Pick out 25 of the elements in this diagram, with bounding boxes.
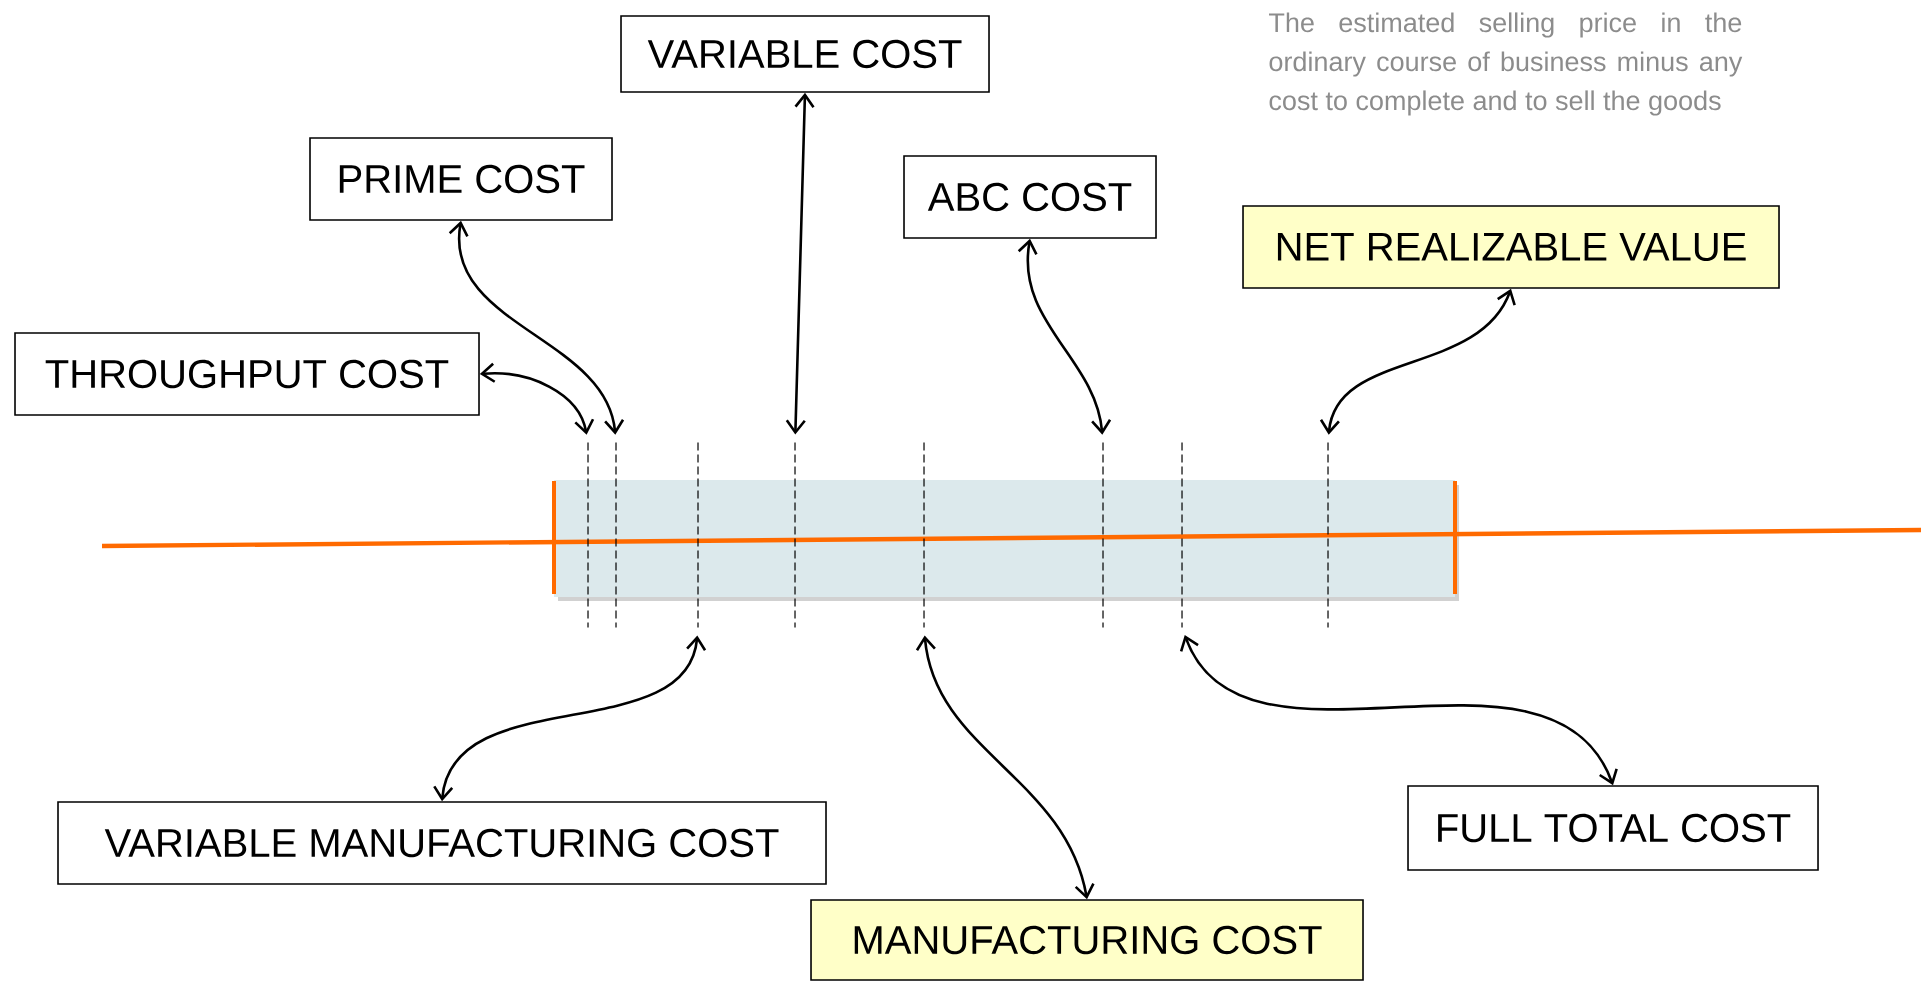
dashed-line: [1181, 442, 1183, 628]
dashed-line: [1102, 442, 1104, 628]
dashed-line: [923, 442, 925, 628]
dashed-line: [794, 442, 796, 628]
label-box: VARIABLE COST: [620, 15, 990, 93]
curved-arrow: [1179, 634, 1618, 786]
dashed-line: [697, 442, 699, 628]
curved-arrow: [433, 635, 707, 802]
curved-arrow: [1319, 288, 1516, 435]
dashed-line: [1327, 442, 1329, 628]
curved-arrow: [915, 635, 1095, 900]
label-box: FULL TOTAL COST: [1407, 785, 1819, 871]
label-box: ABC COST: [903, 155, 1157, 239]
label-box: NET REALIZABLE VALUE: [1242, 205, 1780, 289]
dashed-line: [615, 442, 617, 628]
dashed-line: [587, 442, 589, 628]
label-box: MANUFACTURING COST: [810, 899, 1364, 981]
label-box: VARIABLE MANUFACTURING COST: [57, 801, 827, 885]
definition-text: The estimated selling price in the ordinary course of business minus any cost to complete and to sell the goods: [1269, 12, 1743, 116]
label-box: PRIME COST: [309, 137, 613, 221]
curved-arrow: [448, 220, 625, 435]
curved-arrow: [479, 362, 595, 435]
curved-arrow: [785, 92, 815, 435]
curved-arrow: [1017, 238, 1112, 435]
label-box: THROUGHPUT COST: [14, 332, 480, 416]
